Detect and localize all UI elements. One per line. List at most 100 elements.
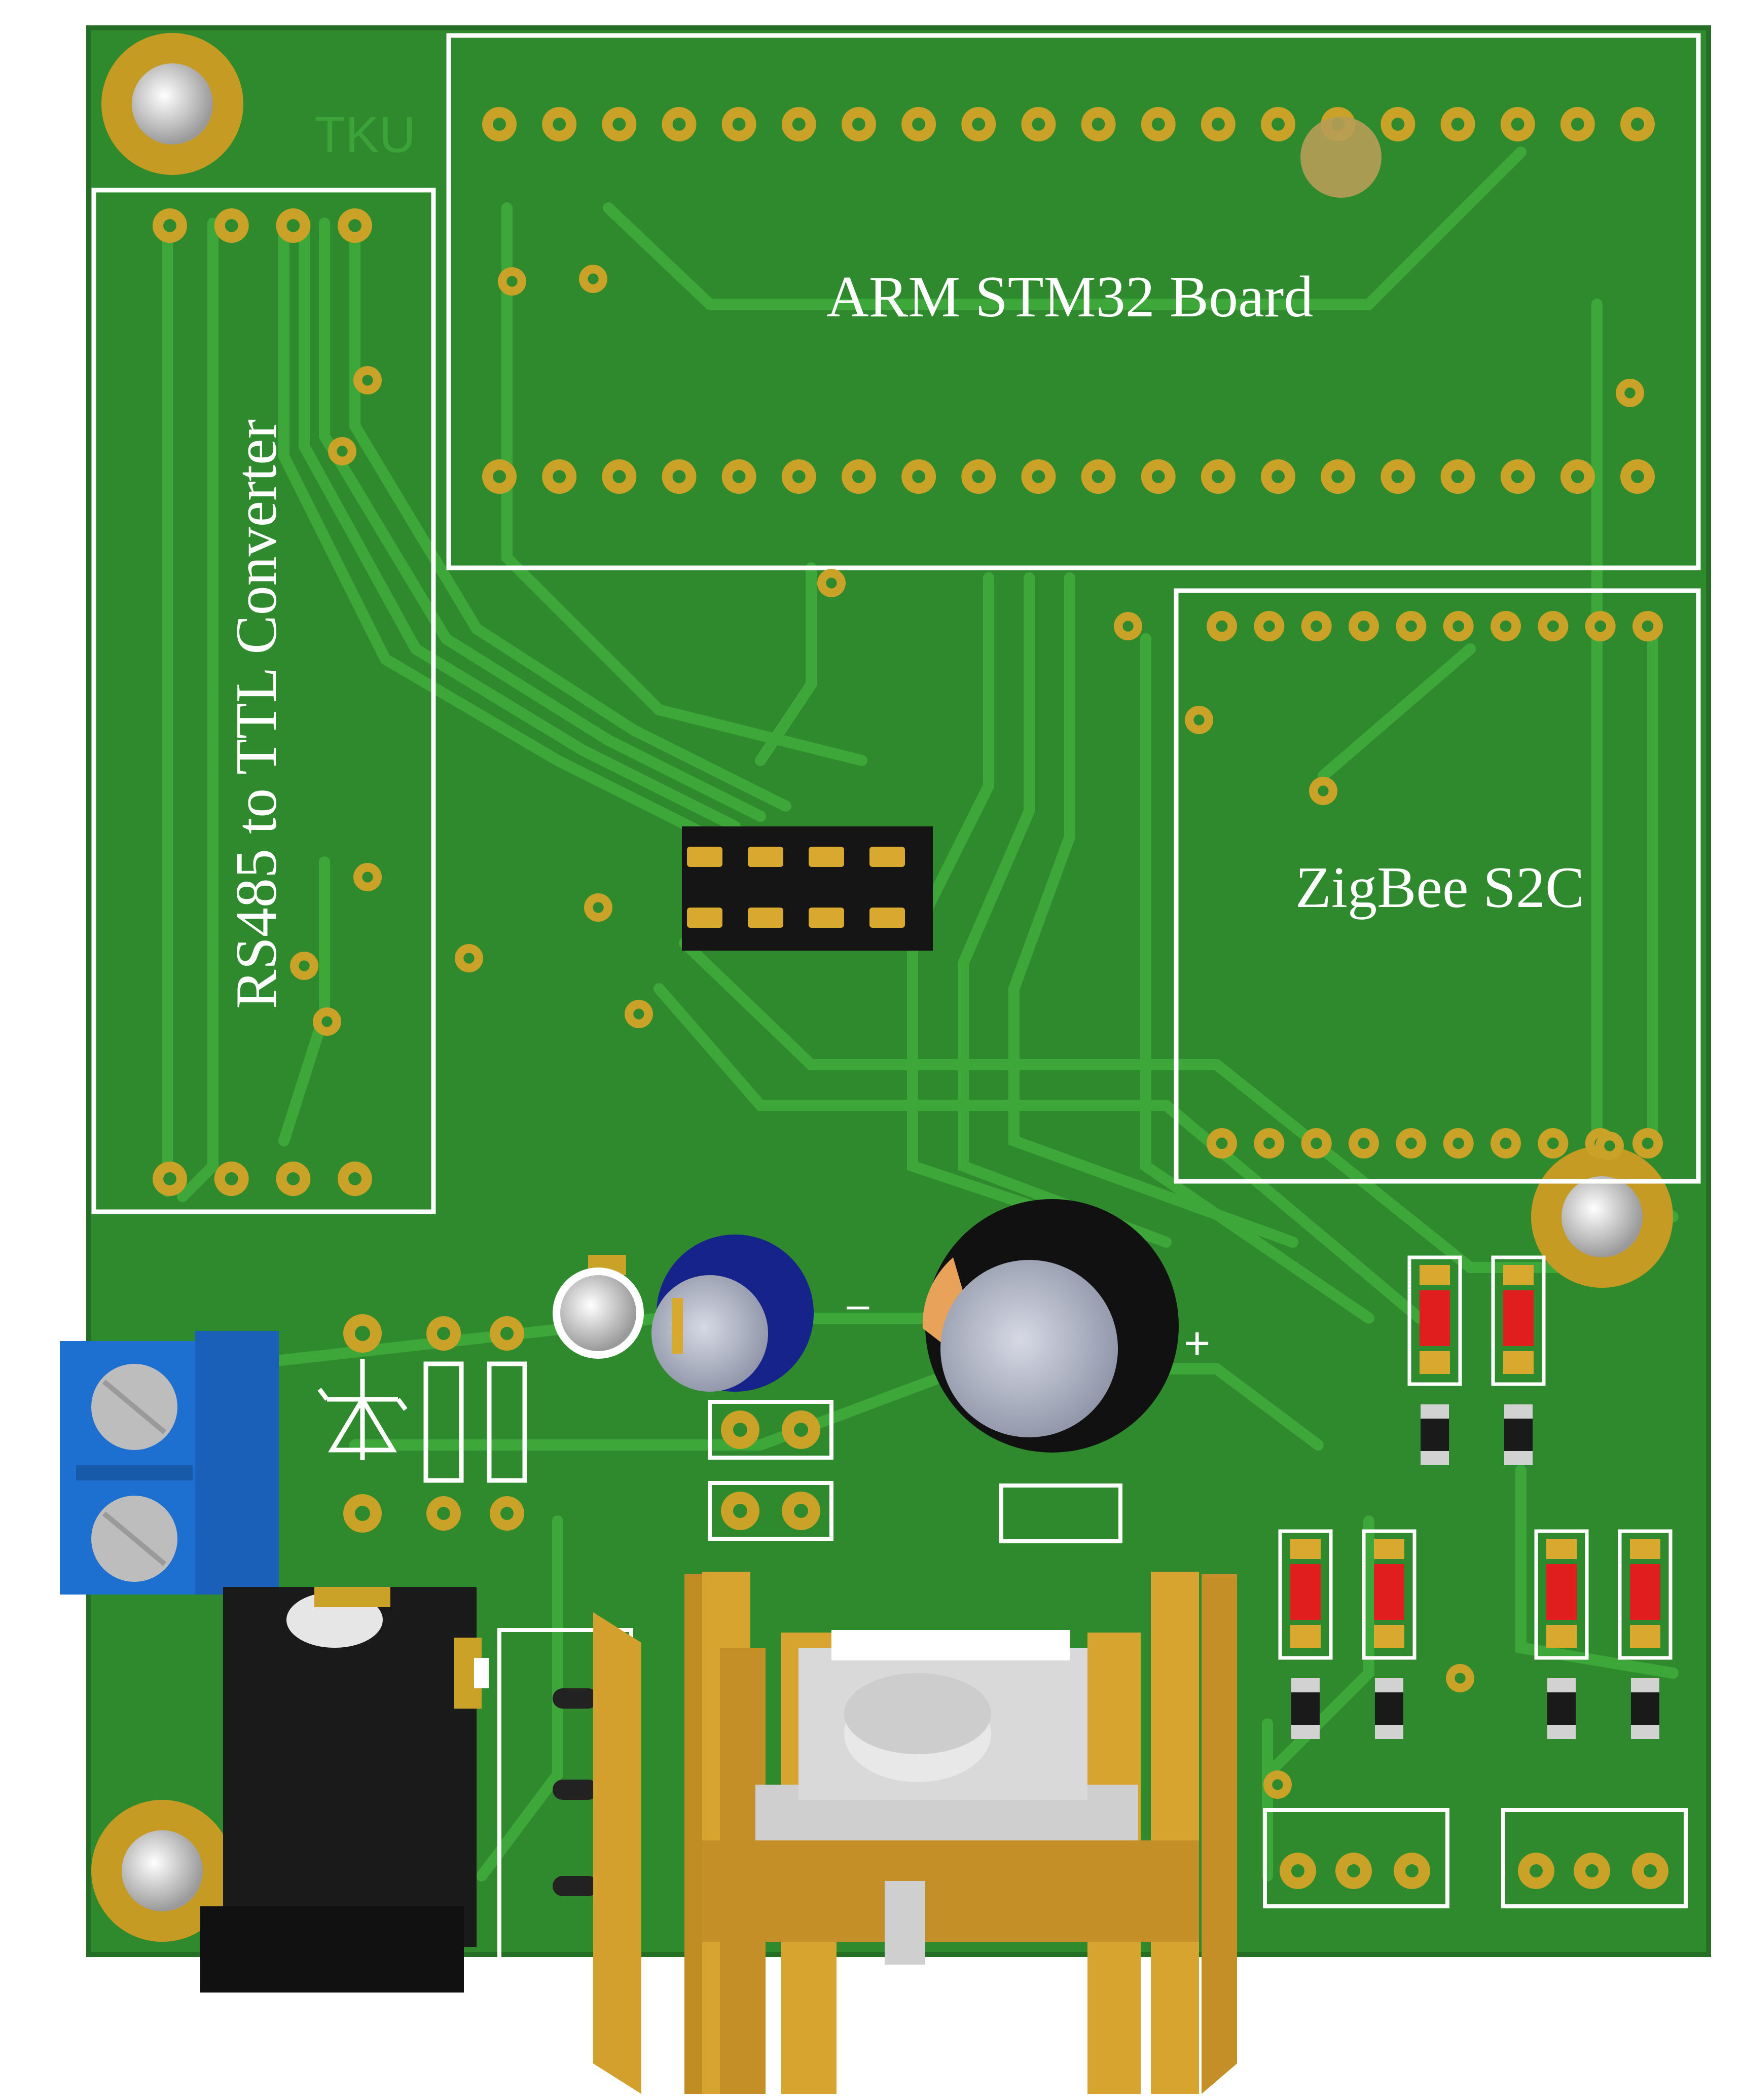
- pad-hole: [1642, 1137, 1654, 1149]
- voltage-regulator-heatsink: [593, 1572, 1237, 2094]
- pad-hole: [553, 118, 566, 131]
- pad-hole: [826, 577, 837, 589]
- zigbee-header-bottom-pads: [1207, 1128, 1663, 1158]
- pad-hole: [1500, 620, 1512, 632]
- smd-part: [1503, 1290, 1534, 1346]
- pad-hole: [1594, 620, 1607, 632]
- smd-part: [1546, 1539, 1577, 1559]
- pad-hole: [1500, 1137, 1512, 1149]
- smd-part: [1547, 1725, 1576, 1739]
- smd-part: [1420, 1265, 1450, 1285]
- small-electrolytic-capacitor: [651, 1235, 814, 1392]
- resistor-outlines: [423, 1361, 527, 1483]
- pad-hole: [1263, 1137, 1275, 1149]
- pad-hole: [1272, 470, 1285, 483]
- pad-hole: [1571, 118, 1584, 131]
- pad-hole: [1216, 1137, 1228, 1149]
- rs485-header-bottom-pads: [153, 1162, 372, 1196]
- smd-part: [1546, 1564, 1577, 1620]
- smd-part: [1290, 1539, 1321, 1559]
- smd-part: [1374, 1625, 1404, 1648]
- dc-power-jack: [200, 1587, 489, 1993]
- zigbee-header-top-pads: [1207, 611, 1663, 641]
- pad-hole: [463, 953, 475, 964]
- arm-stm32-board-label: ARM STM32 Board: [826, 265, 1314, 330]
- smd-part: [1291, 1725, 1320, 1739]
- pin-header-2x4: [682, 826, 933, 951]
- pad-hole: [1318, 785, 1329, 796]
- smd-part: [1503, 1351, 1534, 1374]
- pad-hole: [163, 1172, 176, 1185]
- pad-hole: [1511, 470, 1524, 483]
- pad-hole: [321, 1016, 333, 1027]
- pad-hole: [672, 470, 686, 483]
- pad-hole: [672, 118, 686, 131]
- pad-hole: [1193, 714, 1205, 726]
- pad-hole: [912, 118, 926, 131]
- pad-hole: [286, 219, 300, 232]
- pad-hole: [633, 1008, 644, 1020]
- pad-hole: [1092, 470, 1105, 483]
- arm-crystal-pad: [1300, 117, 1382, 198]
- pad-hole: [1272, 1779, 1283, 1790]
- three-pin-connector-left: [1263, 1808, 1449, 1908]
- pad-hole: [1547, 1137, 1559, 1149]
- pad-hole: [506, 276, 518, 287]
- large-electrolytic-capacitor: [922, 1199, 1179, 1453]
- pad-hole: [792, 118, 806, 131]
- pad-hole: [337, 446, 348, 457]
- pad-hole: [1631, 470, 1644, 483]
- pad-hole: [1122, 621, 1134, 632]
- small-cap-minus-sign: –: [847, 1282, 869, 1327]
- pad-hole: [1151, 118, 1165, 131]
- silk-tku-text: TKU: [314, 106, 416, 163]
- smd-part: [1374, 1564, 1404, 1620]
- pad-hole: [553, 470, 566, 483]
- zener-diode-symbol: [317, 1359, 408, 1460]
- pad-hole: [1211, 118, 1225, 131]
- smd-part: [1420, 1351, 1450, 1374]
- pad-hole: [1151, 470, 1165, 483]
- pad-hole: [1331, 470, 1345, 483]
- pad-hole: [1405, 620, 1417, 632]
- smd-part: [1375, 1678, 1403, 1692]
- pad-hole: [1571, 470, 1584, 483]
- smd-part: [1420, 1290, 1450, 1346]
- pad-hole: [1451, 118, 1465, 131]
- pad-hole: [1451, 470, 1465, 483]
- pad-hole: [493, 118, 506, 131]
- pad-hole: [1453, 620, 1465, 632]
- pad-hole: [1391, 118, 1405, 131]
- pad-hole: [1624, 387, 1636, 399]
- smd-part: [1631, 1678, 1659, 1692]
- smd-part: [1630, 1539, 1660, 1559]
- pad-hole: [1211, 470, 1225, 483]
- pad-hole: [348, 1172, 361, 1185]
- smd-part: [1534, 1529, 1589, 1660]
- pad-hole: [1631, 118, 1644, 131]
- pad-hole: [1547, 620, 1559, 632]
- smd-led-array: [1278, 1255, 1673, 1739]
- pad-hole: [1272, 118, 1285, 131]
- pad-hole: [732, 118, 746, 131]
- screw-terminal-block: [60, 1331, 279, 1595]
- pad-hole: [1604, 1140, 1615, 1151]
- pad-hole: [1391, 470, 1405, 483]
- pad-hole: [1453, 1137, 1465, 1149]
- smd-part: [1362, 1529, 1417, 1660]
- arm-header-bottom-pads: [482, 459, 1655, 494]
- smd-part: [1630, 1564, 1660, 1620]
- pad-hole: [163, 219, 176, 232]
- zigbee-s2c-label: ZigBee S2C: [1295, 855, 1585, 920]
- rs485-to-ttl-converter-label: RS485 to TTL Converter: [224, 419, 289, 1009]
- pad-hole: [1511, 118, 1524, 131]
- pad-hole: [286, 1172, 300, 1185]
- mounting-hole-right: [1531, 1146, 1673, 1288]
- smd-part: [1547, 1678, 1576, 1692]
- smd-part: [1421, 1451, 1449, 1465]
- large-cap-plus-sign: +: [1184, 1318, 1211, 1369]
- smd-part: [1618, 1529, 1673, 1660]
- pad-hole: [588, 273, 599, 284]
- pad-hole: [362, 375, 373, 386]
- pad-hole: [1358, 1137, 1370, 1149]
